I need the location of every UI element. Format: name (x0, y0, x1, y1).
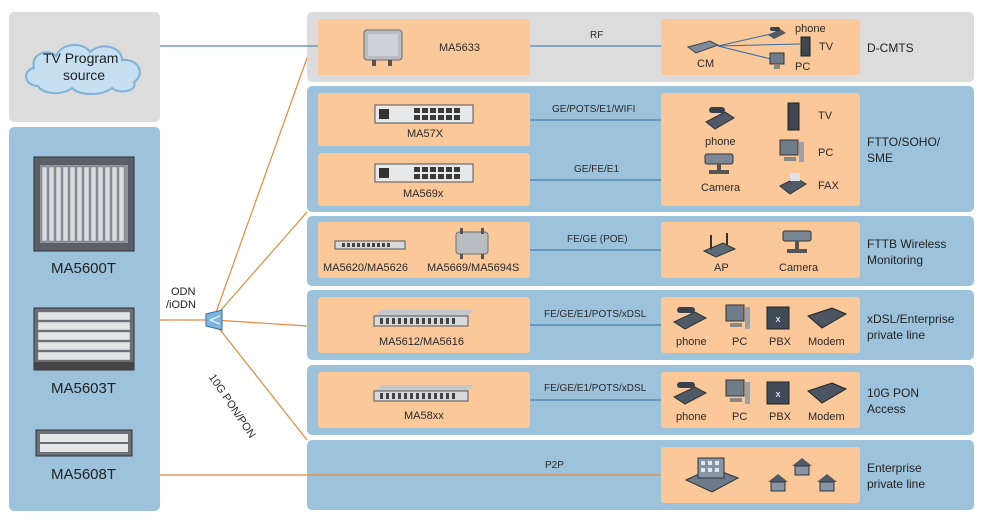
terminal-label-tv: TV (818, 110, 833, 122)
link-label-ge-pots: GE/POTS/E1/WIFI (552, 104, 636, 115)
terminal-label-camera: Camera (779, 262, 819, 274)
scenario-label-p2p-1: Enterprise (867, 461, 922, 475)
device-box-ma5620 (318, 222, 530, 278)
tv-icon (800, 36, 811, 57)
device-label-ma57x: MA57X (407, 128, 444, 140)
link-label-ge-fe: GE/FE/E1 (574, 164, 620, 175)
camera-icon (704, 153, 734, 174)
terminal-label-pc: PC (732, 336, 748, 348)
switch-icon (374, 104, 474, 124)
terminal-label-camera: Camera (701, 182, 741, 194)
terminal-label-phone: phone (676, 411, 707, 423)
phone-icon (705, 107, 735, 130)
camera-icon (782, 230, 812, 253)
terminal-label-ap: AP (714, 262, 729, 274)
rack-device-icon (373, 310, 474, 327)
scenario-label-fttb-2: Monitoring (867, 253, 924, 267)
device-label-ma5669: MA5669/MA5694S (427, 262, 520, 274)
scenario-label-xdsl-1: xDSL/Enterprise (867, 312, 955, 326)
pc-icon (779, 139, 804, 162)
onu-outdoor-icon (363, 29, 403, 66)
svg-text:x: x (775, 315, 781, 325)
device-label-ma569x: MA569x (403, 188, 444, 200)
terminal-label-phone: phone (795, 23, 826, 35)
modem-icon (807, 382, 848, 404)
link-label-fe-ge-poe: FE/GE (POE) (567, 234, 628, 245)
terminal-label-pc: PC (795, 61, 811, 73)
pc-icon (769, 52, 785, 69)
phone-icon (768, 27, 786, 39)
cable-modem-icon (686, 40, 720, 54)
terminal-label-tv: TV (819, 41, 834, 53)
house-icon (817, 474, 837, 492)
fax-icon (779, 173, 807, 195)
tv-icon (787, 102, 800, 131)
scenario-label-ftto-2: SME (867, 151, 894, 165)
terminal-label-cm: CM (697, 58, 715, 70)
source-label-1: TV Program (43, 50, 119, 66)
phone-icon (672, 382, 708, 405)
odn-label-2: /iODN (166, 299, 196, 311)
terminal-label-pc: PC (818, 147, 834, 159)
device-label-ma5620: MA5620/MA5626 (323, 262, 408, 274)
house-icon (768, 474, 788, 492)
link-label-xdsl: FE/GE/E1/POTS/xDSL (544, 383, 647, 394)
scenario-label-xdsl-2: private line (867, 328, 926, 342)
phone-icon (672, 307, 708, 330)
scenario-label-10gpon-2: Access (867, 402, 906, 416)
link-label-rf: RF (590, 30, 604, 41)
scenario-label-fttb-1: FTTB Wireless (867, 237, 947, 251)
olt-label-ma5608t: MA5608T (51, 466, 117, 483)
terminal-label-phone: phone (676, 336, 707, 348)
svg-text:x: x (775, 390, 781, 400)
device-label-ma5612: MA5612/MA5616 (379, 336, 464, 348)
cloud-icon (25, 44, 141, 95)
switch-icon (374, 163, 474, 183)
rack-switch-icon (334, 240, 406, 250)
device-box-ma5633 (318, 19, 530, 75)
terminal-label-modem: Modem (808, 411, 845, 423)
terminal-label-fax: FAX (818, 180, 839, 192)
scenario-label-p2p-2: private line (867, 477, 926, 491)
terminal-box-fttb (661, 222, 860, 278)
modem-icon (807, 307, 848, 329)
scenario-label-10gpon-1: 10G PON (867, 386, 920, 400)
link-label-p2p: P2P (545, 460, 564, 471)
rack-device-icon (373, 385, 474, 402)
scenario-label-ftto-1: FTTO/SOHO/ (867, 135, 941, 149)
pbx-icon: x (766, 306, 790, 330)
terminal-label-pc: PC (732, 411, 748, 423)
terminal-box-ftto (661, 93, 860, 206)
terminal-label-pbx: PBX (769, 336, 792, 348)
olt-label-ma5600t: MA5600T (51, 260, 117, 277)
olt-chassis-icon (33, 156, 135, 252)
terminal-label-phone: phone (705, 136, 736, 148)
scenario-label-dcmts: D-CMTS (867, 41, 914, 55)
link-label-xdsl: FE/GE/E1/POTS/xDSL (544, 309, 647, 320)
house-icon (792, 458, 812, 476)
pbx-icon: x (766, 381, 790, 405)
wireless-ap-icon (702, 233, 737, 258)
olt-chassis-icon (35, 429, 133, 457)
odn-label-1: ODN (171, 286, 196, 298)
pc-icon (725, 304, 750, 329)
source-label-2: source (63, 67, 106, 83)
pc-icon (725, 379, 750, 404)
splitter-icon (205, 309, 223, 331)
device-label-ma58xx: MA58xx (404, 410, 444, 422)
terminal-label-pbx: PBX (769, 411, 792, 423)
onu-outdoor-icon (455, 228, 489, 259)
olt-label-ma5603t: MA5603T (51, 380, 117, 397)
olt-chassis-icon (33, 307, 135, 371)
terminal-label-modem: Modem (808, 336, 845, 348)
device-label-ma5633: MA5633 (439, 42, 480, 54)
office-building-icon (684, 457, 740, 493)
